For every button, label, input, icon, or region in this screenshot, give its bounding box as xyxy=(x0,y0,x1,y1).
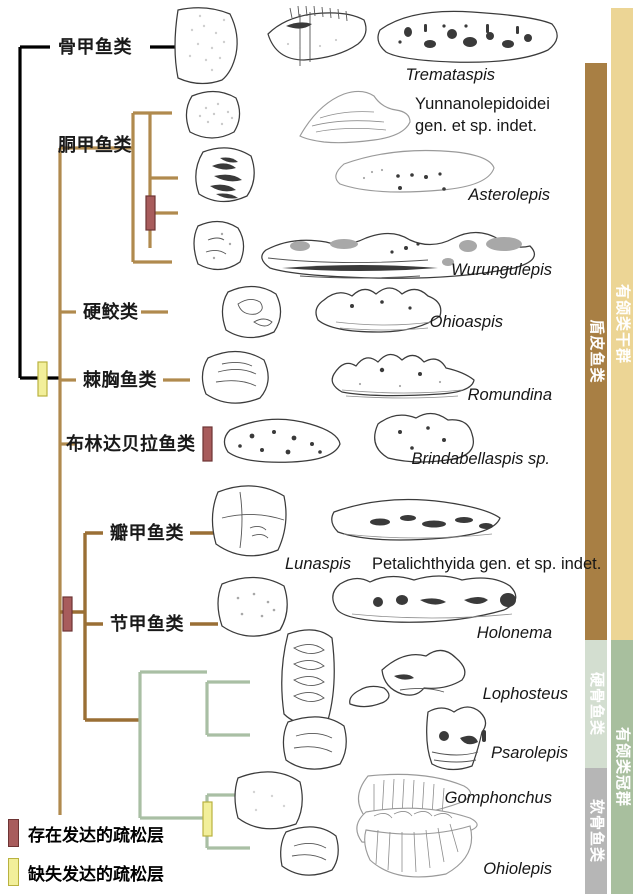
fossil-wurungulepis-scale xyxy=(193,220,245,271)
group-bar-osteichthyes xyxy=(585,640,607,768)
fossil-psarolepis xyxy=(426,706,487,771)
clade-label-osteostraci: 骨甲鱼类 xyxy=(58,36,132,57)
fossil-petalichthyida xyxy=(331,498,501,541)
taxon-label-asterolepis: Asterolepis xyxy=(467,186,550,204)
fossil-asterolepis xyxy=(335,149,495,193)
taxon-label-psarolepis: Psarolepis xyxy=(491,744,568,762)
legend-item-has-cancellous: 存在发达的疏松层 xyxy=(8,818,164,848)
fossil-gomphonchus xyxy=(357,773,472,819)
fossil-ohioaspis-scale xyxy=(221,285,282,339)
taxon-label-holonema: Holonema xyxy=(477,624,552,642)
taxon-label-ohioaspis: Ohioaspis xyxy=(430,313,503,331)
fossil-gomphonchus-scale xyxy=(234,771,303,830)
marker-antiarch-red xyxy=(145,195,156,231)
taxon-label-yunnanolepid: Yunnanolepidoidei xyxy=(415,95,550,113)
fossil-lophosteus xyxy=(349,649,466,708)
fossil-brindabellaspis xyxy=(374,412,474,463)
marker-placoderm-red xyxy=(62,596,73,632)
taxon-label-lophosteus: Lophosteus xyxy=(483,685,568,703)
clade-label-brindabellaspid: 布林达贝拉鱼类 xyxy=(66,433,196,454)
group-bar-label-chondrichthyes: 软骨鱼类 xyxy=(588,799,606,863)
marker-stem-yellow xyxy=(37,361,48,397)
taxon-label-ohiolepis: Ohiolepis xyxy=(483,860,552,878)
fossil-holonema xyxy=(332,575,517,623)
fossil-yunnanolepidoidei xyxy=(299,90,411,144)
group-bar-chondrichthyes xyxy=(585,768,607,894)
taxon-label-petalichthyid: Petalichthyida gen. et sp. indet. xyxy=(372,555,601,573)
group-bar-label-gnathostome-crown: 有颌类冠群 xyxy=(614,727,632,807)
clade-label-antiarcha: 胴甲鱼类 xyxy=(58,134,132,155)
taxon-label-tremataspis: Tremataspis xyxy=(405,66,495,84)
fossil-lophosteus-scale xyxy=(281,629,335,725)
clade-label-arthrodira: 节甲鱼类 xyxy=(110,613,184,634)
group-bar-gnathostome-crown xyxy=(611,640,633,894)
legend: 存在发达的疏松层 缺失发达的疏松层 xyxy=(8,818,164,887)
clade-label-ptyctodontida: 硬鲛类 xyxy=(83,301,139,322)
fossil-tremataspis-section xyxy=(267,5,367,66)
group-bar-placodermi xyxy=(585,63,607,640)
taxon-label-lunaspis: Lunaspis xyxy=(285,555,351,573)
taxon-label-yunnanolepid2: gen. et sp. indet. xyxy=(415,117,537,135)
group-bar-label-placodermi: 盾皮鱼类 xyxy=(588,319,606,383)
taxon-label-wurungulepis: Wurungulepis xyxy=(451,261,552,279)
fossil-wurungulepis xyxy=(261,231,535,279)
taxon-label-gomphonchus: Gomphonchus xyxy=(445,789,552,807)
fossil-ohioaspis xyxy=(315,287,442,333)
group-bar-gnathostome-stem xyxy=(611,8,633,640)
taxon-label-brindabellaspis: Brindabellaspis sp. xyxy=(412,450,551,468)
fossil-osteostraci-scale xyxy=(174,7,238,85)
group-bar-label-gnathostome-stem: 有颌类干群 xyxy=(614,284,632,364)
fossil-lunaspis-scale xyxy=(211,485,287,557)
fossil-ohiolepis xyxy=(356,807,478,878)
fossil-ohiolepis-scale xyxy=(280,826,339,876)
marker-brindabella-red xyxy=(202,426,213,462)
taxon-label-romundina: Romundina xyxy=(468,386,552,404)
fossil-brindabellaspis-scale xyxy=(223,418,341,463)
group-bar-label-osteichthyes: 硬骨鱼类 xyxy=(588,672,606,736)
clade-label-acanthothoraci: 棘胸鱼类 xyxy=(83,369,157,390)
legend-item-lacks-cancellous: 缺失发达的疏松层 xyxy=(8,857,164,887)
fossil-holonema-scale xyxy=(217,576,288,637)
legend-label-lacks-cancellous: 缺失发达的疏松层 xyxy=(28,864,164,884)
fossil-tremataspis xyxy=(377,10,558,63)
fossil-yunnanolepidoidei-scale xyxy=(185,90,241,139)
marker-crown-yellow xyxy=(202,801,213,837)
legend-label-has-cancellous: 存在发达的疏松层 xyxy=(28,825,164,845)
clade-label-petalichthyida: 瓣甲鱼类 xyxy=(110,522,184,543)
fossil-romundina-scale xyxy=(201,350,269,404)
fossil-romundina xyxy=(331,353,475,399)
fossil-asterolepis-section xyxy=(195,147,255,203)
legend-swatch-yellow xyxy=(8,858,19,886)
fossil-psarolepis-scale xyxy=(282,716,347,770)
legend-swatch-red xyxy=(8,819,19,847)
